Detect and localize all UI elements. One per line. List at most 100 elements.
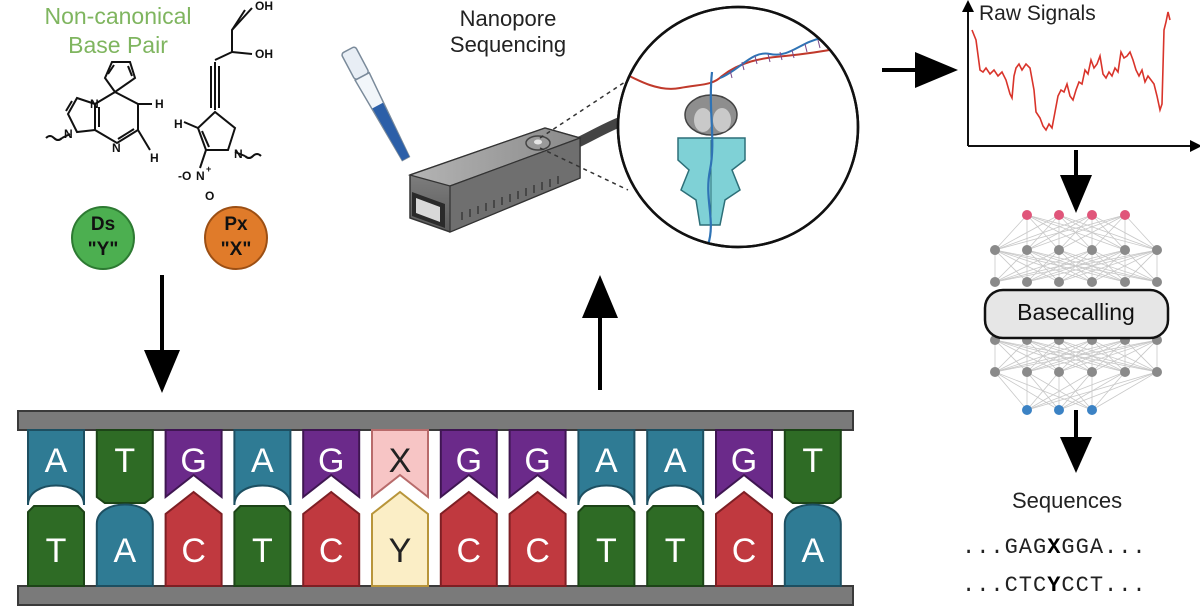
- bottom-base: C: [439, 490, 498, 587]
- bottom-base: T: [646, 505, 705, 587]
- top-base-shape: [371, 429, 429, 500]
- backbone-top: [17, 410, 854, 431]
- bottom-base: C: [508, 490, 567, 587]
- nn-node: [1087, 210, 1097, 220]
- sequences-title: Sequences: [1012, 488, 1123, 513]
- top-base-letter: A: [45, 442, 68, 480]
- atom-n-1: N: [90, 97, 99, 111]
- nn-edge: [1124, 339, 1158, 373]
- top-base-letter: A: [664, 442, 687, 480]
- nanopore-title: Nanopore Sequencing: [418, 6, 598, 58]
- nn-node: [1152, 245, 1162, 255]
- bottom-base: T: [233, 505, 292, 587]
- nn-edge: [1091, 249, 1158, 283]
- bottom-base-letter: T: [596, 532, 617, 570]
- nn-edge: [994, 339, 1028, 373]
- top-base-letter: G: [180, 442, 206, 480]
- nn-node: [1022, 210, 1032, 220]
- top-base: G: [715, 429, 773, 500]
- basecalling-label: Basecalling: [1017, 299, 1135, 325]
- pipette-icon: [341, 46, 411, 162]
- top-base: G: [439, 429, 498, 500]
- nn-edge: [1091, 371, 1158, 411]
- top-base: A: [233, 429, 292, 506]
- bottom-base: T: [27, 505, 85, 587]
- nn-node: [990, 277, 1000, 287]
- atom-h-3: H: [174, 117, 183, 131]
- arrow-down-signals: [1060, 150, 1092, 213]
- nn-edge: [994, 339, 1060, 373]
- bottom-base-letter: T: [252, 532, 273, 570]
- sequence-bottom-y: Y: [1047, 573, 1062, 598]
- nn-node: [1120, 277, 1130, 287]
- bottom-base-shape: [783, 503, 842, 587]
- sequence-top: ...GAGXGGA...: [962, 535, 1147, 560]
- bottom-base-shape: [371, 490, 429, 587]
- neural-network: Basecalling: [983, 210, 1170, 415]
- nn-edge: [1026, 371, 1093, 411]
- nn-node: [1054, 210, 1064, 220]
- bottom-base-shape: [164, 490, 223, 587]
- bottom-base-letter: C: [457, 532, 482, 570]
- top-base-shape: [233, 429, 292, 506]
- nanopore-title-line2: Sequencing: [449, 32, 567, 57]
- zoom-lines: [539, 79, 629, 191]
- atom-h-2: H: [155, 97, 164, 111]
- atom-n-4: N: [234, 147, 243, 161]
- top-base-shape: [577, 429, 636, 506]
- nn-edge: [1026, 371, 1126, 411]
- top-base: T: [783, 429, 842, 504]
- raw-signals-title: Raw Signals: [979, 2, 1096, 25]
- ds-structure: [45, 61, 152, 151]
- nn-edge: [1058, 214, 1126, 251]
- nn-node: [1087, 405, 1097, 415]
- atom-o-minus: -O: [178, 169, 191, 183]
- bottom-base-shape: [233, 505, 292, 587]
- top-base-shape: [783, 429, 842, 504]
- top-base-letter: T: [114, 442, 135, 480]
- basecalling-box: [983, 288, 1170, 340]
- atom-n-3: N: [112, 141, 121, 155]
- pore-zoom-circle: [616, 5, 860, 249]
- nn-node: [1022, 277, 1032, 287]
- nn-node: [1087, 245, 1097, 255]
- bottom-base-shape: [302, 490, 361, 587]
- top-base: T: [95, 429, 154, 504]
- raw-signal-plot: [962, 0, 1200, 152]
- top-base-letter: A: [251, 442, 274, 480]
- atom-oh-1: OH: [255, 0, 273, 13]
- badge-ds-code: Ds: [91, 214, 115, 235]
- nn-node: [1022, 245, 1032, 255]
- bottom-base-shape: [27, 505, 85, 587]
- nn-node: [990, 245, 1000, 255]
- nn-edge: [994, 249, 1158, 283]
- sequence-bottom-post: CCT...: [1061, 573, 1147, 598]
- badge-px-letter: "X": [221, 239, 252, 260]
- nn-edge: [1091, 214, 1126, 251]
- top-base-letter: G: [456, 442, 482, 480]
- bottom-base-letter: C: [525, 532, 550, 570]
- nn-edge: [994, 214, 1126, 251]
- bottom-base: C: [164, 490, 223, 587]
- nn-edge: [1026, 371, 1060, 411]
- bottom-base-letter: A: [113, 532, 136, 570]
- nn-edge: [994, 339, 1126, 373]
- nn-node: [1054, 405, 1064, 415]
- nn-node: [1022, 367, 1032, 377]
- badge-ds: Ds "Y": [71, 206, 135, 270]
- bottom-base-shape: [646, 505, 705, 587]
- nn-node: [1152, 277, 1162, 287]
- top-base-shape: [302, 429, 361, 500]
- nn-node: [1087, 277, 1097, 287]
- nc-title-line1: Non-canonical: [44, 3, 192, 29]
- nn-edge: [994, 249, 1028, 283]
- bottom-base-letter: C: [732, 532, 757, 570]
- top-base: A: [27, 429, 85, 506]
- top-base-shape: [508, 429, 567, 500]
- top-base-letter: G: [731, 442, 757, 480]
- nn-edge: [994, 339, 1158, 373]
- px-structure: [183, 7, 262, 169]
- sequence-top-pre: ...GAG: [962, 535, 1048, 560]
